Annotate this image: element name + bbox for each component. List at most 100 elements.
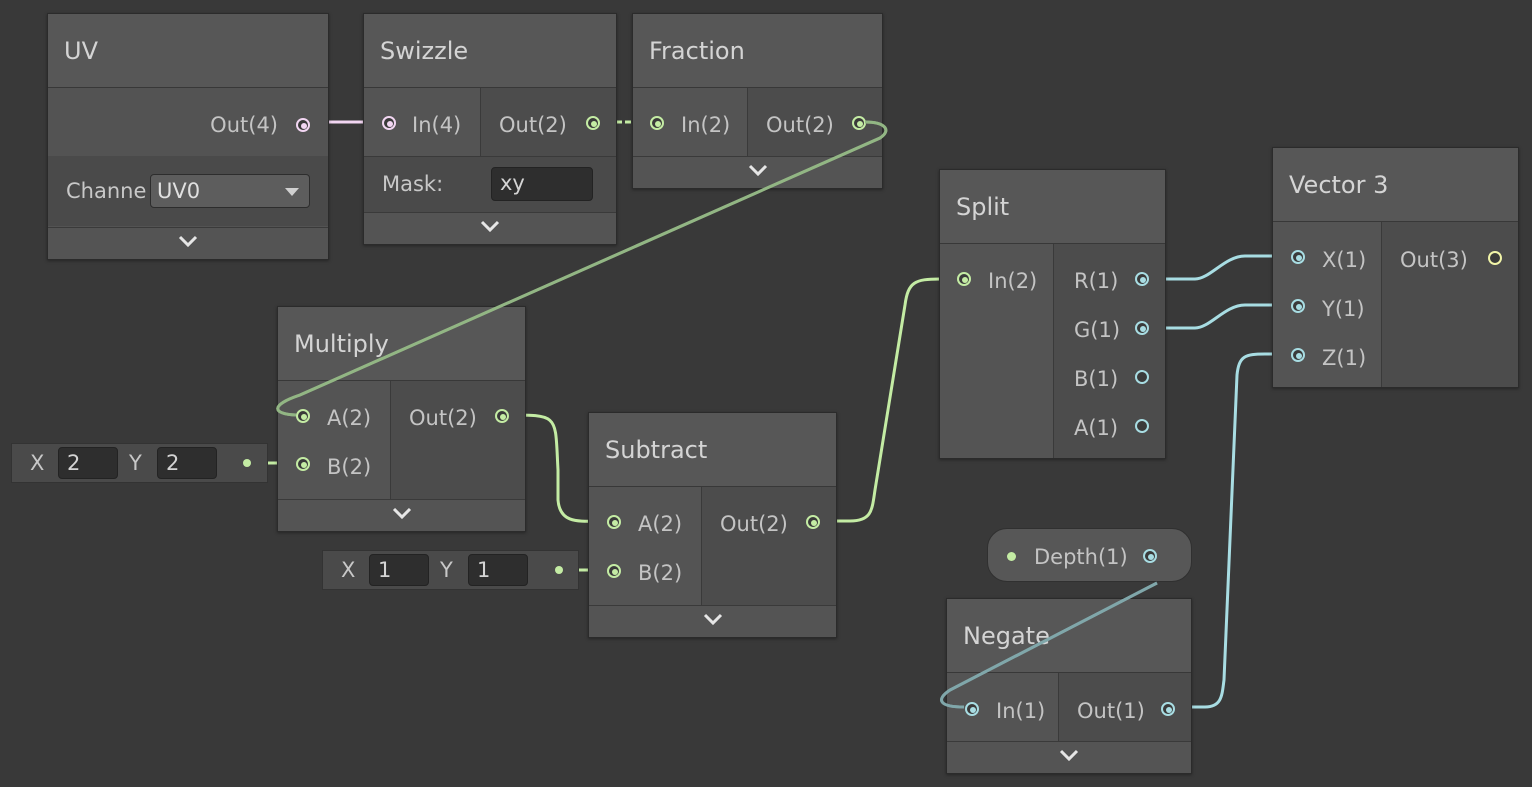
vector3-z-label: Z(1): [1322, 346, 1367, 370]
vector3-node-ports: X(1) Y(1) Z(1) Out(3): [1273, 222, 1518, 387]
subtract-node-ports: A(2) B(2) Out(2): [589, 487, 836, 605]
chevron-down-icon: [1059, 749, 1079, 762]
multiply-b-default-inline[interactable]: X 2 Y 2: [11, 443, 268, 483]
vector3-out-label: Out(3): [1400, 248, 1468, 272]
fraction-out-label: Out(2): [766, 113, 834, 137]
swizzle-out-port[interactable]: [586, 116, 600, 130]
uv-channel-label: Channe: [66, 179, 147, 203]
split-inputs: In(2): [940, 244, 1053, 458]
fraction-out-port[interactable]: [852, 116, 866, 130]
split-outputs: R(1) G(1) B(1) A(1): [1053, 244, 1165, 458]
subtract-a-port[interactable]: [607, 515, 621, 529]
subtract-node-title: Subtract: [589, 413, 836, 487]
negate-collapse-bar[interactable]: [947, 741, 1191, 773]
split-r-port[interactable]: [1135, 272, 1149, 286]
multiply-a-port[interactable]: [296, 409, 310, 423]
split-node[interactable]: Split In(2) R(1) G(1) B(1) A(1): [939, 169, 1166, 459]
swizzle-node-settings: Mask: xy: [364, 156, 616, 213]
uv-out-label: Out(4): [210, 113, 278, 137]
subtract-b-port[interactable]: [607, 564, 621, 578]
subtract-node[interactable]: Subtract A(2) B(2) Out(2): [588, 412, 837, 638]
split-a-label: A(1): [1074, 416, 1119, 440]
split-b-label: B(1): [1074, 367, 1119, 391]
swizzle-collapse-bar[interactable]: [364, 212, 616, 244]
negate-out-port[interactable]: [1161, 702, 1175, 716]
uv-node-ports: Out(4): [48, 88, 328, 157]
subtract-b-x-input[interactable]: 1: [369, 554, 429, 586]
subtract-b-default-port: [555, 566, 563, 574]
multiply-node-title: Multiply: [278, 307, 525, 381]
negate-node-title: Negate: [947, 599, 1191, 673]
split-b-port[interactable]: [1135, 370, 1149, 384]
swizzle-mask-label: Mask:: [382, 172, 444, 196]
uv-channel-dropdown[interactable]: UV0: [150, 174, 310, 208]
uv-node-settings: Channe UV0: [48, 156, 328, 226]
multiply-b-y-label: Y: [129, 451, 142, 475]
negate-in-label: In(1): [996, 699, 1046, 723]
edge-subtract-to-split[interactable]: [819, 277, 956, 523]
multiply-b-y-input[interactable]: 2: [157, 447, 217, 479]
multiply-inputs: A(2) B(2): [278, 381, 390, 499]
multiply-b-label: B(2): [327, 455, 372, 479]
fraction-collapse-bar[interactable]: [633, 156, 882, 188]
edge-split-r-to-vector3-x[interactable]: [1147, 254, 1290, 281]
swizzle-node-ports: In(4) Out(2): [364, 88, 616, 156]
split-node-ports: In(2) R(1) G(1) B(1) A(1): [940, 244, 1165, 458]
caret-down-icon: [285, 188, 299, 196]
uv-channel-value: UV0: [157, 179, 201, 203]
swizzle-mask-input[interactable]: xy: [491, 167, 593, 201]
swizzle-in-port[interactable]: [382, 116, 396, 130]
swizzle-node[interactable]: Swizzle In(4) Out(2) Mask: xy: [363, 13, 617, 245]
chevron-down-icon: [178, 235, 198, 248]
multiply-node[interactable]: Multiply A(2) B(2) Out(2): [277, 306, 526, 532]
vector3-y-port[interactable]: [1291, 299, 1305, 313]
multiply-b-x-label: X: [30, 451, 45, 475]
swizzle-node-title: Swizzle: [364, 14, 616, 88]
subtract-b-default-inline[interactable]: X 1 Y 1: [322, 550, 579, 590]
uv-collapse-bar[interactable]: [48, 227, 328, 259]
swizzle-inputs: In(4): [364, 88, 480, 156]
multiply-b-port[interactable]: [296, 457, 310, 471]
multiply-b-x-input[interactable]: 2: [58, 447, 118, 479]
multiply-collapse-bar[interactable]: [278, 499, 525, 531]
subtract-outputs: Out(2): [701, 487, 836, 605]
fraction-in-port[interactable]: [650, 116, 664, 130]
subtract-out-port[interactable]: [806, 515, 820, 529]
fraction-in-label: In(2): [681, 113, 731, 137]
split-in-label: In(2): [988, 269, 1038, 293]
split-a-port[interactable]: [1135, 419, 1149, 433]
negate-node[interactable]: Negate In(1) Out(1): [946, 598, 1192, 774]
split-g-label: G(1): [1074, 318, 1121, 342]
subtract-inputs: A(2) B(2): [589, 487, 701, 605]
multiply-node-ports: A(2) B(2) Out(2): [278, 381, 525, 499]
vector3-inputs: X(1) Y(1) Z(1): [1273, 222, 1381, 387]
depth-indicator: [1007, 552, 1016, 561]
uv-node[interactable]: UV Out(4) Channe UV0: [47, 13, 329, 260]
uv-out-port[interactable]: [296, 118, 310, 132]
depth-property-node[interactable]: Depth(1): [987, 528, 1192, 582]
subtract-out-label: Out(2): [720, 512, 788, 536]
negate-node-ports: In(1) Out(1): [947, 673, 1191, 741]
edge-split-g-to-vector3-y[interactable]: [1147, 303, 1290, 330]
split-r-label: R(1): [1074, 269, 1119, 293]
subtract-collapse-bar[interactable]: [589, 605, 836, 637]
vector3-node[interactable]: Vector 3 X(1) Y(1) Z(1) Out(3): [1272, 147, 1519, 388]
negate-in-port[interactable]: [965, 702, 979, 716]
depth-label: Depth(1): [1034, 545, 1128, 569]
vector3-out-port[interactable]: [1488, 251, 1502, 265]
depth-out-port[interactable]: [1143, 549, 1157, 563]
subtract-b-y-label: Y: [440, 558, 453, 582]
subtract-a-label: A(2): [638, 512, 683, 536]
split-in-port[interactable]: [957, 272, 971, 286]
swizzle-out-label: Out(2): [499, 113, 567, 137]
multiply-out-port[interactable]: [495, 409, 509, 423]
fraction-node[interactable]: Fraction In(2) Out(2): [632, 13, 883, 189]
fraction-inputs: In(2): [633, 88, 747, 156]
subtract-b-y-input[interactable]: 1: [468, 554, 528, 586]
vector3-z-port[interactable]: [1291, 348, 1305, 362]
swizzle-in-label: In(4): [412, 113, 462, 137]
split-g-port[interactable]: [1135, 321, 1149, 335]
vector3-x-port[interactable]: [1291, 250, 1305, 264]
fraction-node-title: Fraction: [633, 14, 882, 88]
fraction-node-ports: In(2) Out(2): [633, 88, 882, 156]
